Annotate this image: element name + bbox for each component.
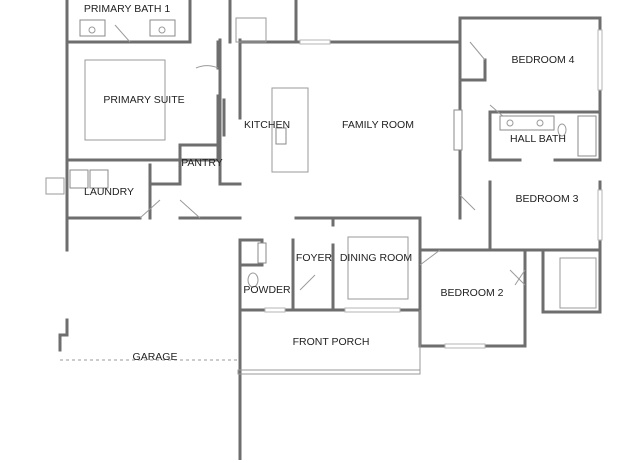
fireplace [453, 109, 463, 151]
label-bedroom-3: BEDROOM 3 [515, 193, 578, 205]
vanity-left [79, 19, 106, 37]
bathtub [577, 115, 597, 157]
label-garage: GARAGE [133, 351, 178, 363]
door-swing-closet-2 [514, 269, 526, 286]
label-hall-bath: HALL BATH [510, 133, 566, 145]
door-swing-closet [509, 269, 526, 286]
dryer [89, 169, 109, 189]
label-dining-room: DINING ROOM [340, 252, 412, 264]
bed-primary [84, 59, 166, 141]
label-primary-suite: PRIMARY SUITE [103, 94, 184, 106]
label-foyer: FOYER [296, 252, 333, 264]
details [45, 17, 603, 375]
door-swing-bedroom-2 [459, 194, 476, 211]
window-bedroom-2 [444, 343, 486, 349]
vanity-right [149, 19, 176, 37]
label-bedroom-4: BEDROOM 4 [511, 54, 574, 66]
kitchen-island [271, 87, 309, 173]
label-family-room: FAMILY ROOM [342, 119, 414, 131]
washer [69, 169, 89, 189]
label-bedroom-2: BEDROOM 2 [440, 287, 503, 299]
walls [58, 0, 602, 460]
window-dining [344, 307, 401, 313]
porch-edge [237, 369, 421, 375]
door-swing-bedroom-2b [419, 249, 441, 266]
label-front-porch: FRONT PORCH [293, 336, 370, 348]
door-swing-foyer [299, 274, 316, 291]
door-swing-garage [179, 199, 201, 219]
door-swing-bath [114, 24, 131, 43]
label-pantry: PANTRY [181, 157, 223, 169]
door-swing-bedroom-4 [469, 41, 486, 61]
window-bedroom-4 [597, 29, 603, 91]
label-primary-bath-1: PRIMARY BATH 1 [84, 3, 171, 15]
kitchen-sink [275, 127, 287, 145]
room-labels: PRIMARY BATH 1 PRIMARY SUITE KITCHEN FAM… [84, 3, 579, 363]
door-swing-primary-suite [195, 65, 219, 69]
label-powder: POWDER [243, 284, 291, 296]
powder-toilet [247, 272, 259, 288]
dining-table [347, 236, 409, 300]
door-swing-laundry [139, 199, 161, 219]
label-laundry: LAUNDRY [84, 186, 134, 198]
hall-vanity [499, 115, 555, 131]
window-bedroom-3 [597, 189, 603, 241]
label-kitchen: KITCHEN [244, 119, 290, 131]
